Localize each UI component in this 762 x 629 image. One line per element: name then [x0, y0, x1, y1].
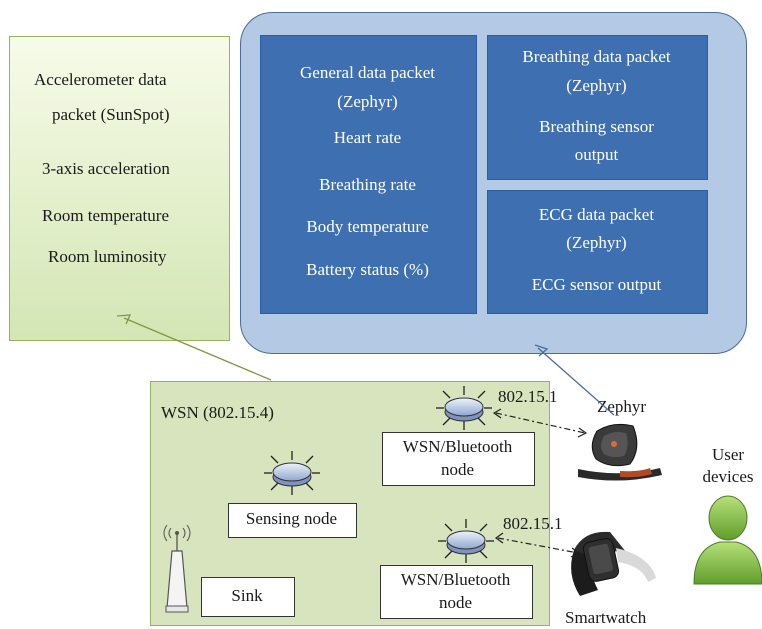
accelerometer-item-room-temperature: Room temperature — [42, 206, 169, 225]
general-packet-item-battery-status: Battery status (%) — [306, 260, 429, 279]
ecg-packet-content: ECG sensor output — [531, 275, 662, 294]
arrow-wsn-to-accelerometer — [116, 314, 272, 381]
sensor-node-icon-bluetooth-bottom — [438, 519, 494, 563]
accelerometer-item-acceleration: 3-axis acceleration — [42, 159, 170, 178]
sensor-node-icon-bluetooth-top — [436, 386, 492, 430]
bluetooth-node-bottom-line2: node — [438, 593, 473, 612]
bluetooth-node-top-line2: node — [440, 460, 475, 479]
bluetooth-node-top-box — [382, 432, 535, 486]
user-icon — [693, 495, 762, 585]
general-packet-title-line1: General data packet — [300, 63, 435, 82]
bluetooth-link-smartwatch — [494, 532, 581, 558]
sink-label: Sink — [231, 586, 263, 605]
breathing-packet-title-line1: Breathing data packet — [522, 47, 671, 66]
general-packet-item-heart-rate: Heart rate — [333, 128, 402, 147]
bluetooth-node-bottom-line1: WSN/Bluetooth — [400, 570, 511, 589]
breathing-packet-content-line2: output — [574, 145, 619, 164]
ecg-data-packet-box — [487, 190, 708, 314]
protocol-label-top: 802.15.1 — [498, 387, 558, 406]
general-packet-item-body-temperature: Body temperature — [306, 217, 429, 236]
ecg-packet-title-line1: ECG data packet — [538, 205, 655, 224]
bluetooth-node-bottom-box — [380, 565, 533, 619]
sink-box — [201, 577, 295, 617]
smartwatch-device-icon — [571, 531, 656, 596]
user-devices-label-line2: devices — [702, 467, 754, 486]
accelerometer-title-line1: Accelerometer data — [34, 70, 167, 89]
wsn-label: WSN (802.15.4) — [161, 403, 274, 422]
arrow-zephyr-to-packets — [534, 344, 615, 416]
breathing-data-packet-box — [487, 35, 708, 180]
bluetooth-node-top-line1: WSN/Bluetooth — [402, 437, 513, 456]
accelerometer-item-room-luminosity: Room luminosity — [48, 247, 167, 266]
general-packet-item-breathing-rate: Breathing rate — [319, 175, 416, 194]
breathing-packet-content-line1: Breathing sensor — [539, 117, 654, 136]
sensing-node-label: Sensing node — [245, 509, 338, 528]
accelerometer-packet-box — [9, 36, 230, 341]
general-data-packet-box — [260, 35, 477, 314]
accelerometer-title-line2: packet (SunSpot) — [52, 105, 170, 124]
ecg-packet-title-line2: (Zephyr) — [566, 233, 627, 252]
zephyr-device-icon — [578, 423, 662, 481]
smartwatch-label: Smartwatch — [565, 608, 647, 627]
sensing-node-box — [228, 503, 357, 538]
breathing-packet-title-line2: (Zephyr) — [566, 76, 627, 95]
general-packet-title-line2: (Zephyr) — [337, 92, 398, 111]
sensor-node-icon-sensing — [264, 451, 320, 495]
bluetooth-link-zephyr — [492, 408, 588, 438]
protocol-label-bottom: 802.15.1 — [503, 514, 563, 533]
user-devices-label-line1: User — [711, 445, 745, 464]
sink-antenna-icon — [163, 524, 191, 613]
